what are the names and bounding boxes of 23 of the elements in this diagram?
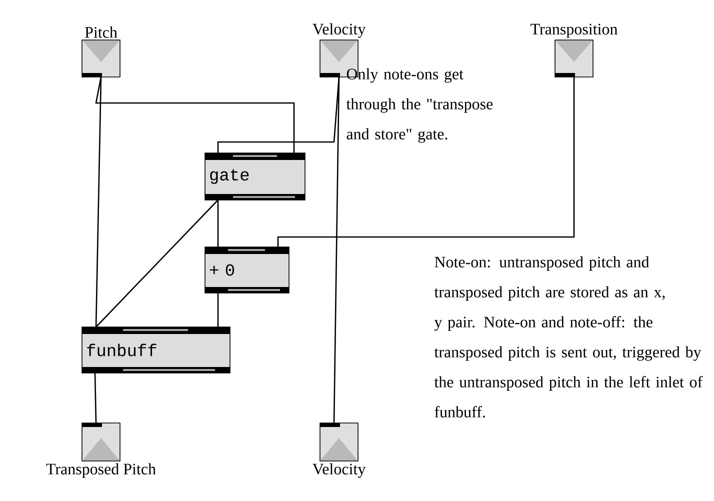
outlet-box: Velocity [312, 422, 366, 478]
node-label: Pitch [85, 26, 118, 38]
patch-cord [217, 200, 219, 247]
object-box: gate [204, 152, 306, 200]
patch-cord [217, 76, 340, 153]
patch-cord [333, 77, 340, 424]
inlet-box: Pitch [82, 26, 120, 78]
object-box: funbuff [82, 326, 230, 374]
node-label: Velocity [312, 463, 366, 478]
object-box: + 0 [204, 246, 290, 294]
node-label: Transposed Pitch [46, 463, 156, 478]
node-label: Velocity [312, 23, 366, 38]
patch-cord [94, 373, 97, 424]
node-label: Transposition [530, 24, 618, 38]
outlet-box: Transposed Pitch [46, 422, 156, 478]
patch-cord [96, 200, 218, 328]
patch-cord [95, 76, 102, 328]
comment-text: Only note-ons get through the "transpose and store" gate. [346, 68, 493, 143]
patch-cord [217, 293, 219, 327]
inlet-box: Transposition [530, 24, 618, 78]
comment-text: Note-on: untransposed pitch and transposed pitch are stored as an x, y pair. Note-on and note-off: the transposed pitch is sent out, triggered by the untransposed pitch in the left inlet of funbuff. [434, 256, 703, 418]
patch-cord [277, 77, 575, 247]
patch-cord [95, 76, 295, 153]
